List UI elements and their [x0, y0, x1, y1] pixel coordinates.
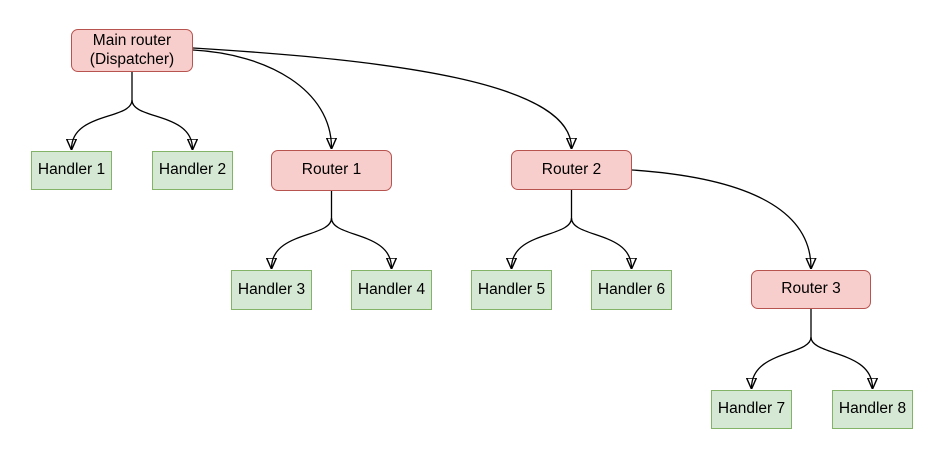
node-main-router[interactable]: Main router (Dispatcher) — [71, 29, 193, 72]
edge-router3-to-handler7 — [752, 336, 812, 388]
node-handler-6-label: Handler 6 — [597, 280, 666, 298]
node-handler-4-label: Handler 4 — [357, 280, 426, 298]
node-handler-2[interactable]: Handler 2 — [152, 151, 233, 190]
node-router-3[interactable]: Router 3 — [751, 270, 871, 309]
edge-router1-to-handler4 — [330, 217, 392, 268]
node-handler-3-label: Handler 3 — [237, 280, 306, 298]
node-main-router-label: Main router (Dispatcher) — [89, 31, 175, 68]
node-handler-8[interactable]: Handler 8 — [832, 390, 913, 429]
node-handler-5-label: Handler 5 — [477, 280, 546, 298]
node-handler-1-label: Handler 1 — [37, 161, 106, 179]
edge-main-router-to-router2 — [192, 47, 572, 148]
edge-router3-to-handler8 — [810, 336, 873, 388]
edge-main-router-to-router1 — [192, 49, 332, 148]
node-router-1-label: Router 1 — [301, 161, 362, 179]
edge-main-router-to-handler2 — [131, 99, 193, 149]
node-handler-7[interactable]: Handler 7 — [711, 390, 792, 429]
node-router-2[interactable]: Router 2 — [511, 150, 632, 190]
node-handler-2-label: Handler 2 — [158, 161, 227, 179]
node-handler-1[interactable]: Handler 1 — [31, 151, 112, 190]
node-handler-4[interactable]: Handler 4 — [351, 270, 432, 310]
node-handler-8-label: Handler 8 — [838, 400, 907, 418]
node-handler-6[interactable]: Handler 6 — [591, 270, 672, 310]
node-router-1[interactable]: Router 1 — [271, 150, 392, 191]
edge-router1-to-handler3 — [272, 217, 333, 268]
node-handler-3[interactable]: Handler 3 — [231, 270, 312, 310]
edge-router2-to-handler6 — [570, 217, 632, 268]
edge-router2-to-handler5 — [512, 217, 573, 268]
node-handler-5[interactable]: Handler 5 — [471, 270, 552, 310]
node-handler-7-label: Handler 7 — [717, 400, 786, 418]
node-router-3-label: Router 3 — [781, 280, 841, 298]
node-router-2-label: Router 2 — [541, 160, 602, 178]
edge-router2-to-router3 — [631, 169, 811, 268]
edge-main-router-to-handler1 — [72, 99, 133, 149]
